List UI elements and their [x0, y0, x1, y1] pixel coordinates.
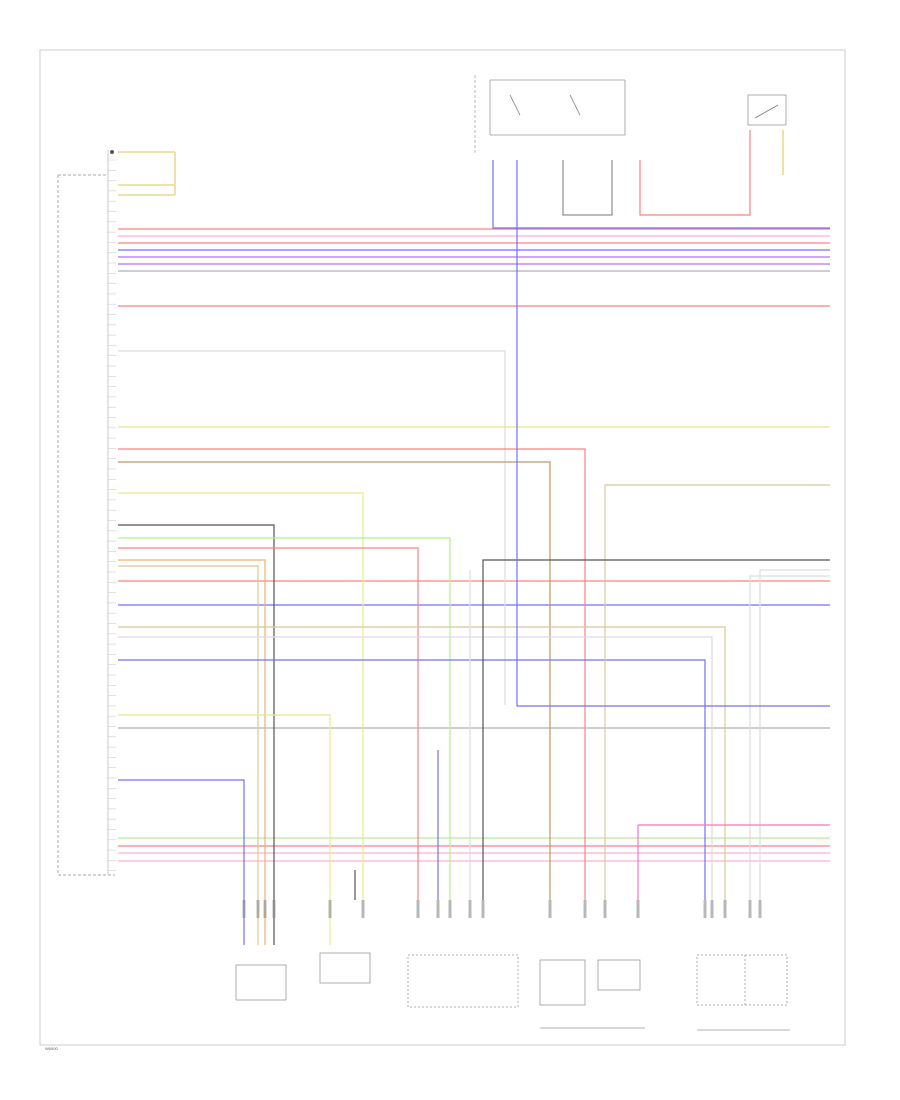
connector-pin: [703, 900, 707, 918]
connector-pin: [748, 900, 752, 918]
component-box-2: [319, 952, 371, 984]
connector-pin: [710, 900, 714, 918]
component-box-3: [407, 954, 519, 1008]
feed-wire-5: [118, 524, 275, 945]
feed-wire-12: [118, 659, 706, 900]
component-box-5: [597, 959, 641, 991]
connector-pin: [272, 900, 276, 918]
connector-pin: [481, 900, 485, 918]
connector-pin: [256, 900, 260, 918]
component-box-1: [235, 964, 287, 1001]
feed-wire-6: [118, 537, 451, 900]
ecm-pin-column: [108, 159, 116, 872]
feed-wire-15: [604, 484, 830, 900]
connector-pin: [723, 900, 727, 918]
footer-code: W0000: [45, 1046, 58, 1051]
component-box-4: [539, 959, 586, 1006]
connector-pin: [263, 900, 267, 918]
engine-control-module: [57, 150, 115, 876]
connector-pin: [448, 900, 452, 918]
connector-pin: [583, 900, 587, 918]
harness-wires: [118, 228, 830, 862]
feed-wire-14: [118, 779, 245, 945]
connector-pin: [468, 900, 472, 918]
feed-wire-1: [118, 350, 506, 705]
bottom-components: [235, 900, 790, 1031]
feed-wire-10: [118, 626, 726, 900]
connector-pin: [548, 900, 552, 918]
feed-wire-3: [118, 461, 551, 900]
connector-pin: [603, 900, 607, 918]
connector-pin: [328, 900, 332, 918]
feed-wire-2: [118, 448, 586, 900]
diagram-border: [39, 49, 846, 1046]
feed-wire-11: [118, 636, 713, 900]
connector-pin: [361, 900, 365, 918]
connector-pin: [242, 900, 246, 918]
feed-wire-13: [118, 714, 331, 945]
connector-pin: [758, 900, 762, 918]
feed-wire-18: [749, 575, 830, 900]
feed-wire-17: [759, 569, 830, 900]
feed-wire-8: [118, 559, 266, 945]
connector-pin: [636, 900, 640, 918]
feed-wire-4: [118, 492, 364, 900]
connector-pin: [416, 900, 420, 918]
connector-pin: [436, 900, 440, 918]
feed-wire-7: [118, 547, 419, 900]
component-feed-wires: [118, 350, 830, 945]
top-left-splice: [110, 150, 176, 196]
component-box-6: [696, 954, 788, 1006]
brake-switch-box: [747, 94, 787, 126]
feed-wire-16: [482, 559, 830, 900]
fuse-relay-area: [474, 75, 830, 707]
feed-wire-9: [118, 565, 259, 945]
